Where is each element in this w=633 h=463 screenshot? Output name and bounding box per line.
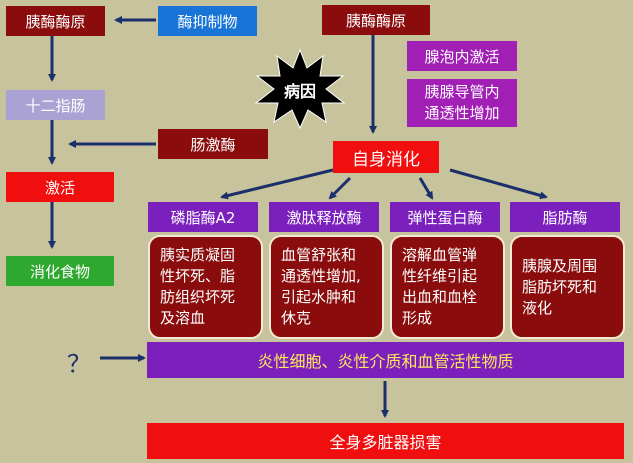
effect-phospholipase-line-2: 性坏死、脂 (160, 267, 236, 285)
arrow-to-elastase (418, 177, 434, 200)
duct-permeability-line-2: 通透性增加 (424, 104, 500, 122)
effect-elastase-line-2: 性纤维引起 (402, 267, 478, 285)
trypsinogen-left-box: 胰酶酶原 (6, 6, 105, 36)
arrow-to-phospholipase (220, 168, 334, 200)
enzyme-phospholipase-box: 磷脂酶A2 (148, 202, 258, 232)
effect-phospholipase-line-1: 胰实质凝固 (160, 246, 236, 264)
duct-permeability-line-1: 胰腺导管内 (424, 83, 500, 101)
duct-permeability-box: 胰腺导管内 通透性增加 (407, 79, 517, 127)
effect-kallikrein-box: 血管舒张和 通透性增加, 引起水肿和 休克 (269, 235, 384, 339)
effect-lipase-line-1: 胰腺及周围 (522, 256, 598, 275)
effect-phospholipase-box: 胰实质凝固 性坏死、脂 肪组织坏死 及溶血 (148, 235, 263, 339)
inhibitor-box: 酶抑制物 (158, 6, 257, 36)
effect-elastase-line-4: 形成 (402, 309, 433, 327)
unknown-mark: ？ (67, 350, 91, 378)
effect-kallikrein-line-2: 通透性增加, (281, 267, 361, 285)
acinar-activation-box: 腺泡内激活 (407, 41, 517, 71)
effect-phospholipase-line-4: 及溶血 (160, 309, 206, 327)
inflammatory-mediators-box: 炎性细胞、炎性介质和血管活性物质 (147, 342, 624, 378)
effect-kallikrein-line-4: 休克 (281, 309, 312, 327)
arrow-to-lipase (449, 168, 548, 200)
effect-elastase-box: 溶解血管弹 性纤维引起 出血和血栓 形成 (390, 235, 505, 339)
effect-kallikrein-line-1: 血管舒张和 (281, 246, 357, 264)
duodenum-box: 十二指肠 (6, 90, 105, 120)
digest-food-box: 消化食物 (6, 256, 114, 286)
effect-lipase-line-3: 液化 (522, 298, 553, 317)
enzyme-elastase-box: 弹性蛋白酶 (390, 202, 500, 232)
multiple-organ-damage-box: 全身多脏器损害 (147, 423, 624, 459)
arrow-to-kallikrein (328, 176, 352, 200)
etiology-starburst (254, 48, 346, 130)
effect-lipase-line-2: 脂肪坏死和 (522, 277, 598, 296)
autodigestion-box: 自身消化 (333, 141, 439, 173)
effect-lipase-box: 胰腺及周围 脂肪坏死和 液化 (510, 235, 625, 339)
enzyme-lipase-box: 脂肪酶 (510, 202, 620, 232)
trypsinogen-center-box: 胰酶酶原 (322, 5, 430, 35)
effect-elastase-line-1: 溶解血管弹 (402, 246, 478, 264)
effect-phospholipase-line-3: 肪组织坏死 (160, 288, 236, 306)
enzyme-kallikrein-box: 激肽释放酶 (269, 202, 379, 232)
effect-elastase-line-3: 出血和血栓 (402, 288, 478, 306)
etiology-label: 病因 (283, 82, 316, 101)
enterokinase-box: 肠激酶 (158, 129, 268, 159)
activation-box: 激活 (6, 172, 114, 202)
effect-kallikrein-line-3: 引起水肿和 (281, 288, 357, 306)
